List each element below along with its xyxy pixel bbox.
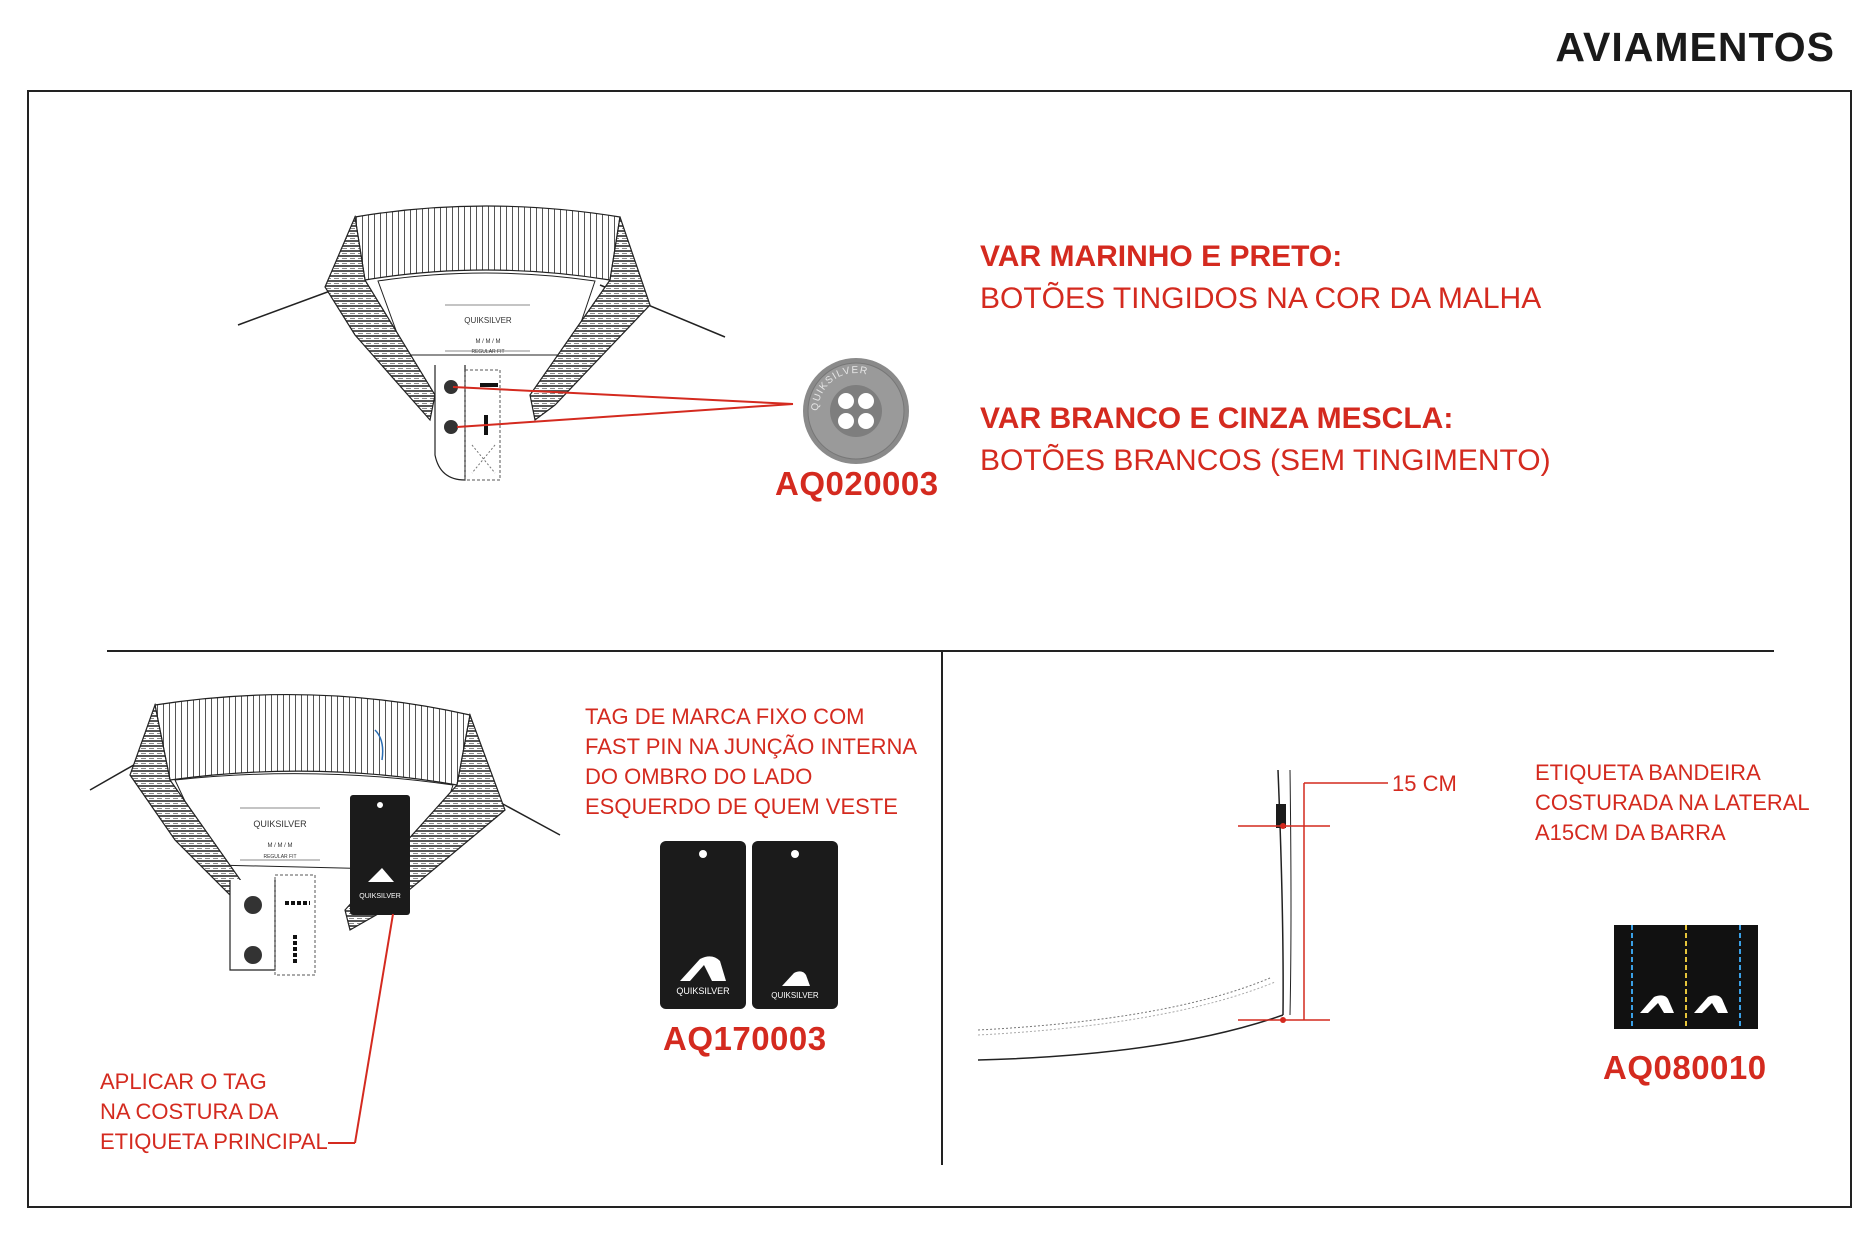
svg-text:QUIKSILVER: QUIKSILVER — [253, 819, 307, 829]
polo-collar-illustration: QUIKSILVER M / M / M REGULAR FIT — [237, 205, 726, 481]
hangtag-back: QUIKSILVER — [752, 841, 838, 1009]
hangtag-front: QUIKSILVER — [660, 841, 746, 1009]
flag-label-icon — [1614, 925, 1758, 1029]
hangtag-apply-note: APLICAR O TAG NA COSTURA DA ETIQUETA PRI… — [100, 1069, 328, 1154]
svg-text:M / M / M: M / M / M — [476, 339, 501, 345]
flag-label-code: AQ080010 — [1603, 1049, 1767, 1086]
variant-1-title: VAR MARINHO E PRETO: — [980, 240, 1343, 273]
side-seam-illustration — [977, 769, 1388, 1061]
hangtag-code: AQ170003 — [663, 1020, 827, 1057]
flag-label-description: ETIQUETA BANDEIRA COSTURADA NA LATERAL A… — [1535, 760, 1810, 845]
horizontal-divider — [107, 650, 1774, 652]
hangtag-on-collar — [350, 795, 410, 915]
variant-2-title: VAR BRANCO E CINZA MESCLA: — [980, 402, 1454, 435]
page-title: AVIAMENTOS — [1555, 24, 1835, 70]
neck-label-brand: QUIKSILVER — [464, 316, 512, 325]
svg-text:M / M / M: M / M / M — [268, 843, 293, 849]
vertical-divider — [941, 652, 943, 1165]
variant-2-desc: BOTÕES BRANCOS (SEM TINGIMENTO) — [980, 444, 1551, 477]
placket-button-2 — [444, 420, 458, 434]
neck-label-2: QUIKSILVER M / M / M REGULAR FIT — [240, 807, 320, 861]
svg-text:QUIKSILVER: QUIKSILVER — [771, 991, 819, 1000]
svg-text:QUIKSILVER: QUIKSILVER — [359, 893, 401, 900]
neck-label: QUIKSILVER M / M / M REGULAR FIT — [445, 304, 530, 355]
svg-text:QUIKSILVER: QUIKSILVER — [676, 986, 730, 996]
flag-label-on-seam — [1276, 804, 1286, 828]
measure-label: 15 CM — [1392, 771, 1457, 796]
button-icon: QUIKSILVER — [803, 358, 909, 464]
svg-text:REGULAR FIT: REGULAR FIT — [471, 349, 504, 355]
button-code: AQ020003 — [775, 465, 939, 502]
variant-1-desc: BOTÕES TINGIDOS NA COR DA MALHA — [980, 282, 1542, 315]
polo-collar-hangtag-illustration: QUIKSILVER M / M / M REGULAR FIT QUIKSIL… — [89, 694, 561, 976]
svg-text:REGULAR FIT: REGULAR FIT — [263, 854, 296, 860]
placket-button-1 — [444, 380, 458, 394]
hangtag-description: TAG DE MARCA FIXO COM FAST PIN NA JUNÇÃO… — [585, 704, 918, 819]
content-frame — [27, 90, 1852, 1208]
